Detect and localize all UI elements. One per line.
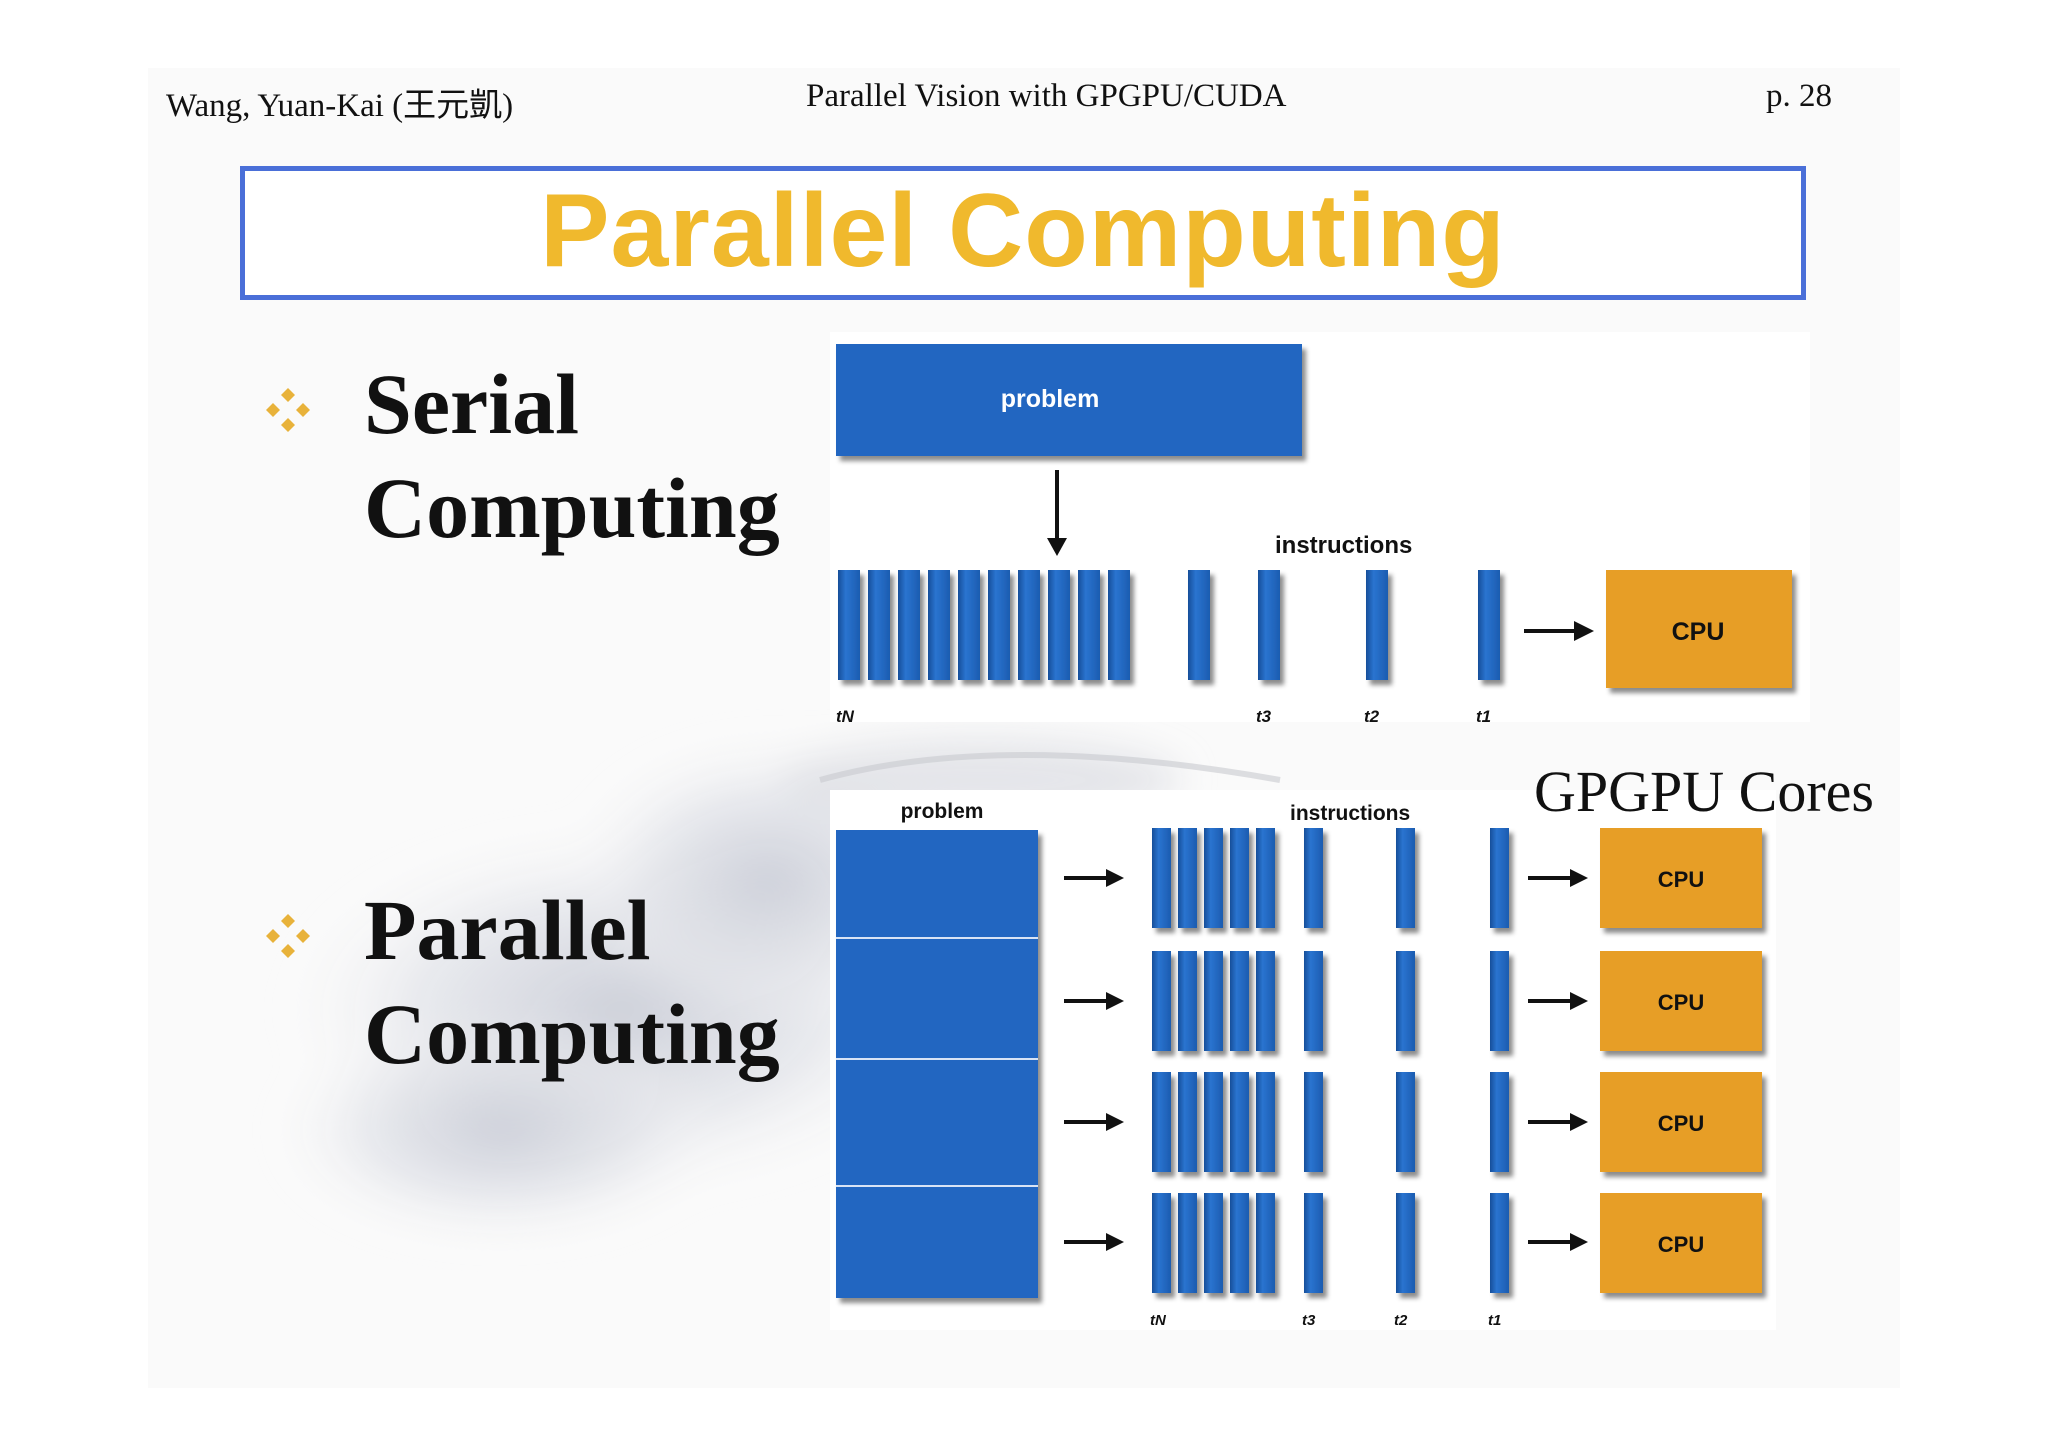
- bullet-parallel-line2: Computing: [364, 986, 780, 1082]
- bullet-serial-line2: Computing: [364, 460, 780, 556]
- header-author: Wang, Yuan-Kai (王元凱): [166, 88, 514, 124]
- slide-title: Parallel Computing: [540, 172, 1506, 289]
- gpgpu-cores-label: GPGPU Cores: [1534, 759, 1874, 824]
- header-course: Parallel Vision with GPGPU/CUDA: [806, 78, 1287, 114]
- bullet-parallel-computing: Parallel Computing: [364, 878, 780, 1086]
- header-page-number: p. 28: [1766, 78, 1832, 114]
- diamond-bullet-icon: [266, 914, 310, 958]
- bullet-serial-line1: Serial: [364, 356, 579, 452]
- bullet-parallel-line1: Parallel: [364, 882, 651, 978]
- bullet-serial-computing: Serial Computing: [364, 352, 780, 560]
- diamond-bullet-icon: [266, 388, 310, 432]
- title-box: Parallel Computing: [240, 166, 1806, 300]
